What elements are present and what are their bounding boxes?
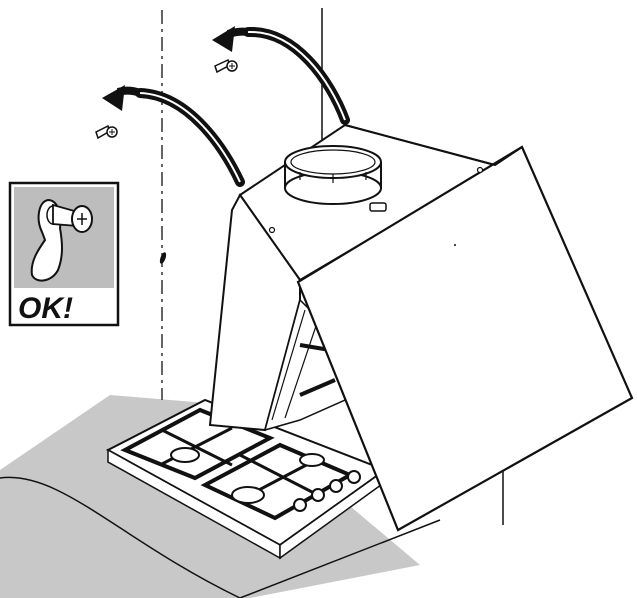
screw-icon (214, 58, 238, 74)
countertop-front-edge (239, 519, 441, 598)
screw-icon (95, 124, 118, 140)
keyhole-bracket-icon (30, 198, 93, 282)
air-outlet-collar (284, 145, 382, 205)
curved-arrow-icon (212, 26, 350, 125)
cooktop (105, 398, 388, 560)
callout-background (14, 187, 114, 288)
hood-clip (369, 202, 387, 212)
wall-hole (159, 252, 167, 264)
curved-arrow-icon (102, 85, 245, 187)
countertop-edge (0, 476, 241, 598)
ok-callout: OK! (8, 181, 120, 327)
hood-front-panel (296, 145, 634, 532)
cooker-hood (208, 123, 634, 532)
ok-label: OK! (18, 292, 73, 325)
